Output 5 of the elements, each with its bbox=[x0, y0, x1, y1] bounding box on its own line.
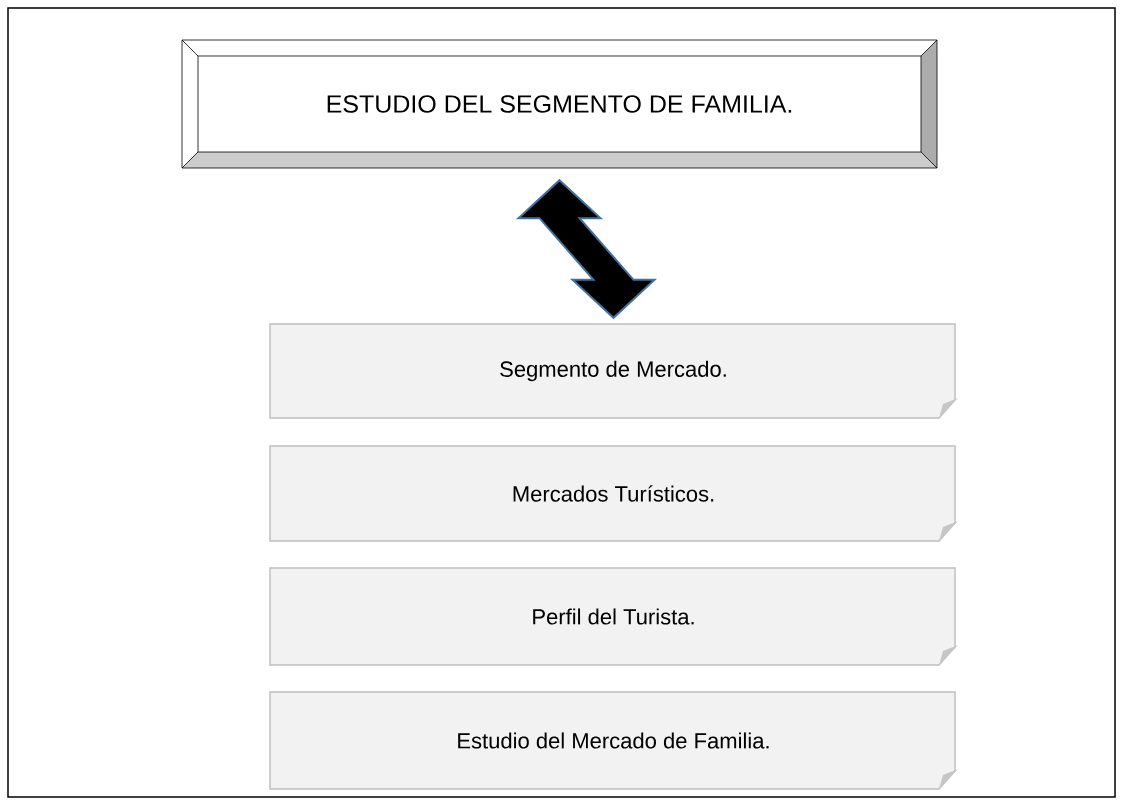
note-box: Estudio del Mercado de Familia. bbox=[269, 691, 958, 790]
note-box: Perfil del Turista. bbox=[269, 567, 958, 666]
note-box: Mercados Turísticos. bbox=[269, 445, 958, 542]
bevel-box: ESTUDIO DEL SEGMENTO DE FAMILIA. bbox=[181, 39, 938, 169]
note-box: Segmento de Mercado. bbox=[269, 323, 958, 419]
